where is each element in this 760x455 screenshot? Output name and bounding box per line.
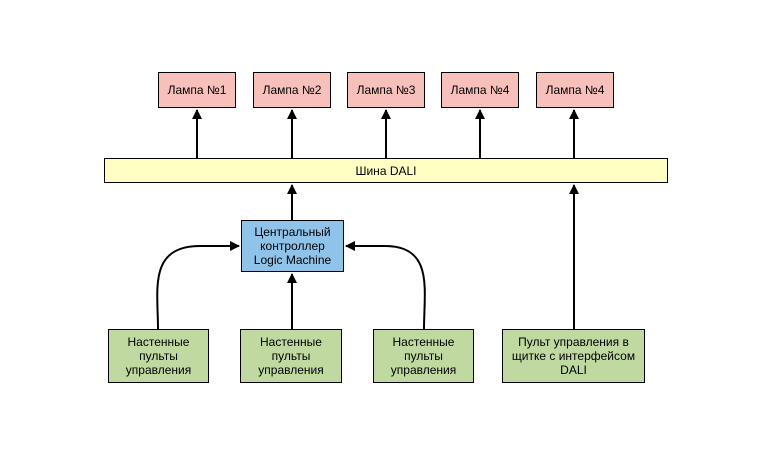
lamp-3-box: Лампа №3 bbox=[347, 72, 425, 108]
lamp-5-label: Лампа №4 bbox=[545, 83, 605, 97]
dali-bus-label: Шина DALI bbox=[355, 163, 417, 178]
wall-panel-3-box: Настенные пульты управления bbox=[373, 329, 474, 383]
lamp-3-label: Лампа №3 bbox=[356, 83, 416, 97]
lamp-4-label: Лампа №4 bbox=[450, 83, 510, 97]
lamp-2-box: Лампа №2 bbox=[253, 72, 331, 108]
lamp-2-label: Лампа №2 bbox=[262, 83, 322, 97]
wall-panel-1-label: Настенные пульты управления bbox=[125, 335, 192, 377]
wall-panel-1-box: Настенные пульты управления bbox=[108, 329, 209, 383]
lamp-5-box: Лампа №4 bbox=[536, 72, 614, 108]
wall-panel-3-label: Настенные пульты управления bbox=[390, 335, 457, 377]
lamp-4-box: Лампа №4 bbox=[441, 72, 519, 108]
wall-panel-2-label: Настенные пульты управления bbox=[258, 335, 324, 377]
lamp-1-label: Лампа №1 bbox=[167, 83, 227, 97]
arrow-panel-3-to-controller bbox=[345, 241, 426, 330]
dali-panel-label: Пульт управления в щитке с интерфейсом D… bbox=[511, 335, 636, 377]
lamp-1-box: Лампа №1 bbox=[158, 72, 236, 108]
arrow-panel-1-to-controller bbox=[156, 241, 240, 330]
dali-panel-box: Пульт управления в щитке с интерфейсом D… bbox=[502, 329, 645, 383]
controller-label: Центральный контроллер Logic Machine bbox=[253, 225, 332, 267]
dali-bus-box: Шина DALI bbox=[104, 158, 668, 183]
controller-box: Центральный контроллер Logic Machine bbox=[241, 220, 344, 272]
wall-panel-2-box: Настенные пульты управления bbox=[240, 329, 342, 383]
